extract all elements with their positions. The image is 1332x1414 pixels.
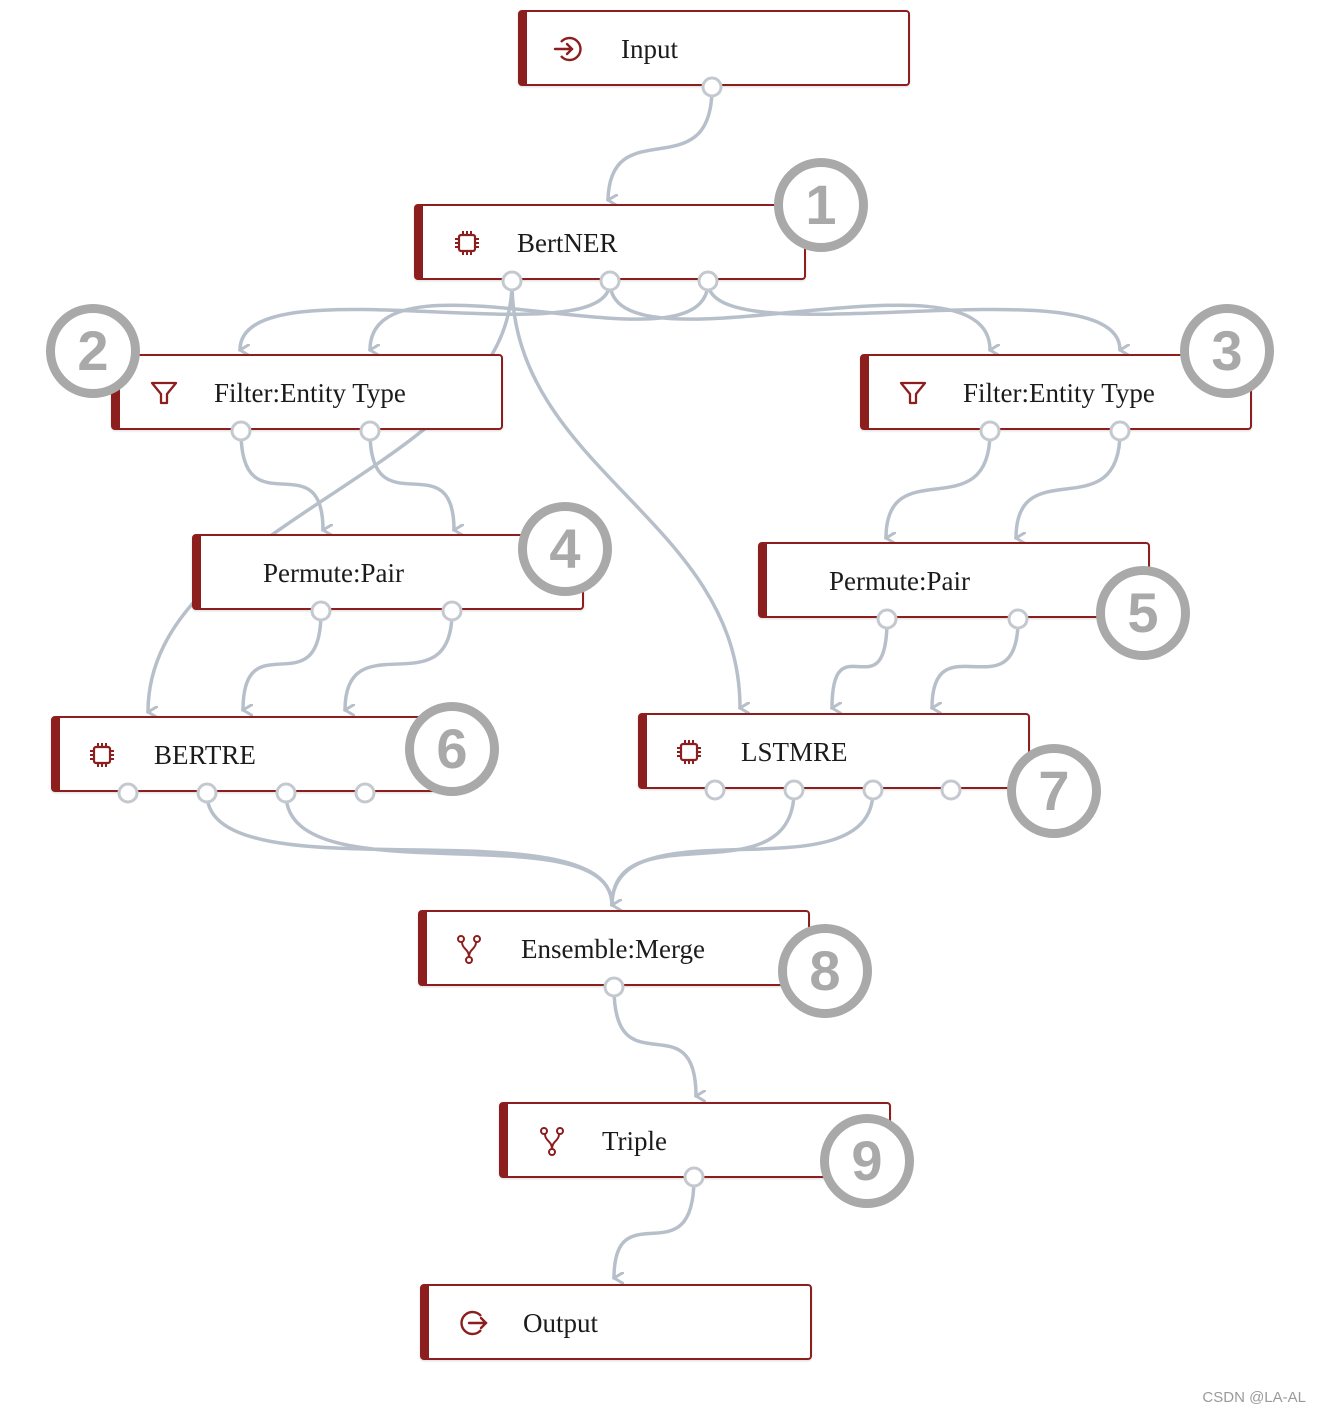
node-ensemble-merge[interactable]: Ensemble:Merge [418, 910, 810, 986]
edge-filter-right-permute-a [886, 430, 992, 538]
output-port[interactable] [310, 600, 332, 622]
output-port[interactable] [683, 1166, 705, 1188]
node-label: Permute:Pair [829, 566, 970, 596]
output-port[interactable] [359, 420, 381, 442]
edge-bertner-filter-left-b [370, 280, 710, 350]
step-badge-5: 5 [1096, 566, 1190, 660]
node-label: BERTRE [154, 740, 256, 770]
output-port[interactable] [979, 420, 1001, 442]
step-badge-9: 9 [820, 1114, 914, 1208]
filter-icon [899, 381, 927, 405]
node-label: Triple [602, 1126, 668, 1156]
step-badge-8: 8 [778, 924, 872, 1018]
chip-icon [455, 231, 479, 255]
edge-permute-left-bertre-b [345, 610, 454, 710]
node-label: Permute:Pair [263, 558, 404, 588]
watermark: CSDN @LA-AL [1202, 1389, 1306, 1406]
output-port[interactable] [862, 779, 884, 801]
output-port[interactable] [501, 270, 523, 292]
node-label: Ensemble:Merge [521, 934, 705, 964]
output-port[interactable] [230, 420, 252, 442]
output-port[interactable] [441, 600, 463, 622]
node-label: Filter:Entity Type [963, 378, 1155, 408]
output-port[interactable] [940, 779, 962, 801]
node-filter-entity-type-left[interactable]: Filter:Entity Type [111, 354, 503, 430]
step-badge-2: 2 [46, 304, 140, 398]
edge-bertner-filter-left-a [240, 280, 612, 350]
output-port[interactable] [783, 779, 805, 801]
node-bertre[interactable]: BERTRE [51, 716, 443, 792]
edge-bertner-filter-right-b [706, 280, 1120, 350]
node-permute-pair-right[interactable]: Permute:Pair [758, 542, 1150, 618]
output-port[interactable] [196, 782, 218, 804]
step-badge-3: 3 [1180, 304, 1274, 398]
output-port[interactable] [275, 782, 297, 804]
output-port[interactable] [599, 270, 621, 292]
step-badge-4: 4 [518, 502, 612, 596]
logout-icon [460, 1310, 488, 1336]
node-label: BertNER [517, 228, 618, 258]
edge-filter-left-permute-b [368, 430, 454, 530]
step-badge-6: 6 [405, 702, 499, 796]
output-port[interactable] [1109, 420, 1131, 442]
edge-input-bertner [608, 86, 714, 200]
node-input[interactable]: Input [518, 10, 910, 86]
node-lstmre[interactable]: LSTMRE [638, 713, 1030, 789]
edge-bertre-ensemble-b [284, 792, 614, 907]
edge-filter-left-permute-a [239, 430, 323, 530]
step-badge-1: 1 [774, 158, 868, 252]
output-port[interactable] [1007, 608, 1029, 630]
chip-icon [90, 743, 114, 767]
edge-triple-output [614, 1176, 696, 1278]
step-badge-7: 7 [1007, 744, 1101, 838]
edge-permute-left-bertre-a [243, 610, 323, 710]
output-port[interactable] [697, 270, 719, 292]
edge-filter-right-permute-b [1016, 430, 1122, 538]
filter-icon [150, 381, 178, 405]
node-bertner[interactable]: BertNER [414, 204, 806, 280]
node-label: LSTMRE [741, 737, 848, 767]
edge-lstmre-ensemble-b [610, 789, 875, 907]
node-label: Input [621, 34, 678, 64]
output-port[interactable] [603, 976, 625, 998]
edge-permute-right-lstmre-a [832, 618, 889, 708]
edge-bertner-lstmre [510, 280, 740, 708]
merge-icon [457, 935, 481, 964]
edge-bertner-filter-right-a [608, 280, 990, 350]
node-label: Filter:Entity Type [214, 378, 406, 408]
chip-icon [677, 740, 701, 764]
node-label: Output [523, 1308, 599, 1338]
output-port[interactable] [701, 76, 723, 98]
login-icon [553, 36, 582, 62]
edge-ensemble-triple [612, 986, 696, 1096]
output-port[interactable] [876, 608, 898, 630]
node-output[interactable]: Output [420, 1284, 812, 1360]
output-port[interactable] [117, 782, 139, 804]
output-port[interactable] [704, 779, 726, 801]
edge-permute-right-lstmre-b [932, 618, 1020, 708]
output-port[interactable] [354, 782, 376, 804]
merge-icon [540, 1127, 564, 1156]
